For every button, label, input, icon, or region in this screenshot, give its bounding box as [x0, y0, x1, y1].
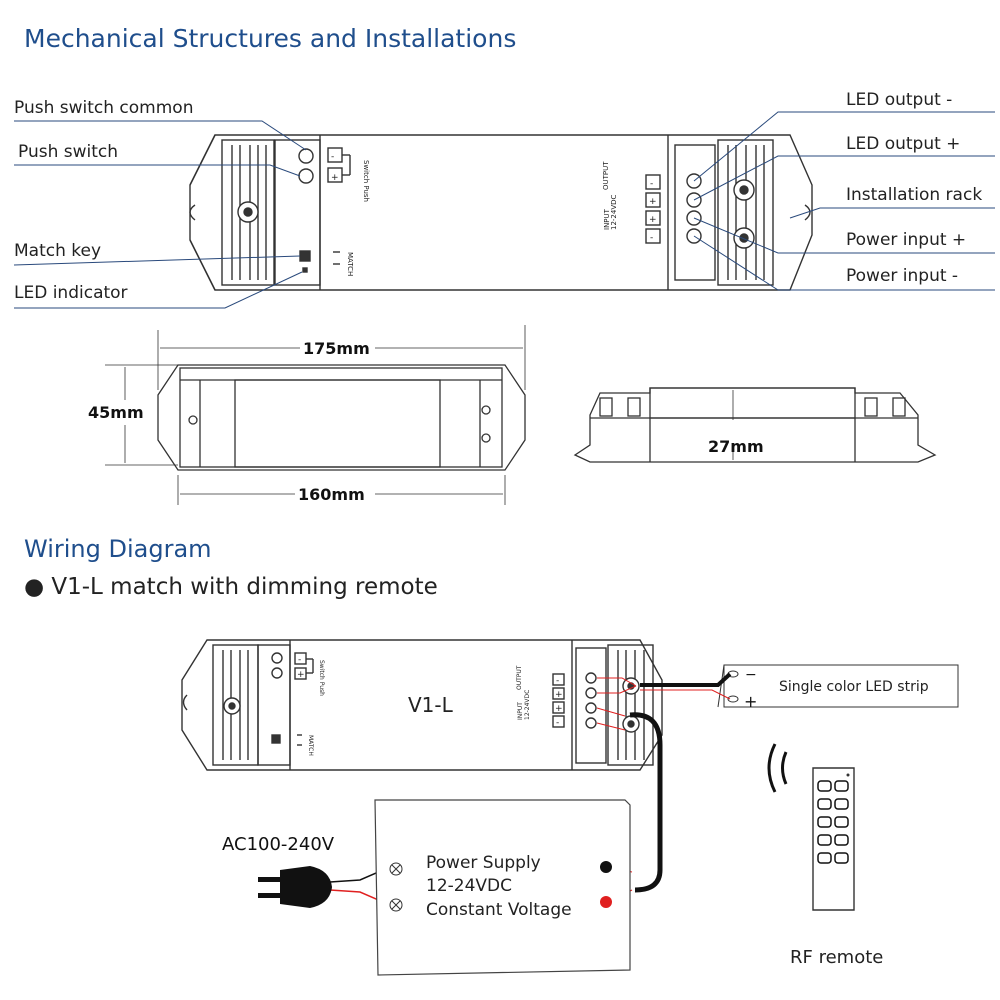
rf-remote-label: RF remote [790, 947, 883, 968]
dimension-labels-top: 175mm 160mm 45mm [88, 339, 370, 504]
power-supply [374, 799, 631, 976]
callout-led-output-plus: LED output + [846, 134, 961, 154]
output-label: OUTPUT [602, 161, 610, 190]
ac-input-label: AC100-240V [222, 834, 335, 855]
out-minus-sign: - [650, 179, 653, 189]
dim-27mm: 27mm [708, 437, 764, 456]
dimension-side-view [573, 387, 937, 463]
callout-led-indicator: LED indicator [14, 283, 128, 303]
dim-175mm: 175mm [303, 339, 370, 358]
mechanical-title: Mechanical Structures and Installations [24, 24, 517, 53]
wiring-input-voltage-label: 12-24VDC [524, 690, 531, 720]
psu-line2: 12-24VDC [426, 876, 512, 896]
wiring-model-label: V1-L [408, 693, 454, 717]
switch-plus-sign: + [331, 173, 339, 183]
led-strip-label: Single color LED strip [779, 679, 929, 695]
out-plus-sign: + [649, 197, 657, 207]
led-strip-minus-sign: − [745, 667, 757, 683]
callout-push-switch-common: Push switch common [14, 98, 194, 118]
psu-line3: Constant Voltage [426, 900, 572, 920]
in-minus-sign: - [650, 233, 653, 243]
wiring-switch-push-label: Switch Push [318, 660, 325, 696]
bullet-dot-icon: ● [24, 574, 52, 600]
wiring-out-minus: - [556, 676, 559, 686]
controller-wiring-labels: Switch Push MATCH OUTPUT INPUT 12-24VDC … [297, 655, 563, 756]
wiring-sw-minus: - [298, 655, 301, 665]
callout-power-input-minus: Power input - [846, 266, 959, 286]
callout-match-key: Match key [14, 241, 102, 261]
callout-push-switch: Push switch [18, 142, 119, 162]
callout-power-input-plus: Power input + [846, 230, 967, 250]
wiring-sw-plus: + [297, 670, 305, 680]
in-plus-sign: + [649, 215, 657, 225]
controller-top-view-labels: - + Switch Push MATCH OUTPUT INPUT 12-24… [331, 152, 657, 276]
wiring-title: Wiring Diagram [24, 535, 212, 563]
input-voltage-label: 12-24VDC [610, 194, 618, 230]
callout-leader-lines [13, 111, 995, 309]
rf-signal-icon [767, 743, 788, 793]
psu-line1: Power Supply [426, 853, 541, 873]
wires [329, 672, 732, 906]
dim-160mm: 160mm [298, 485, 365, 504]
wiring-bullet-text: V1-L match with dimming remote [51, 574, 438, 600]
switch-push-label: Switch Push [362, 160, 370, 202]
wiring-bullet: ● V1-L match with dimming remote [24, 574, 438, 600]
wiring-output-label: OUTPUT [516, 665, 523, 690]
callout-installation-rack: Installation rack [846, 185, 983, 205]
rf-remote-icon [812, 767, 855, 911]
led-strip-plus-sign: + [744, 692, 757, 711]
wiring-match-label: MATCH [307, 735, 314, 756]
dim-45mm: 45mm [88, 403, 144, 422]
switch-minus-sign: - [331, 152, 334, 162]
callout-led-output-minus: LED output - [846, 90, 953, 110]
led-strip [717, 664, 959, 708]
ac-plug-icon [258, 866, 332, 908]
controller-top-view [189, 134, 813, 291]
dimension-top-view [105, 325, 526, 505]
match-label: MATCH [346, 252, 354, 276]
wiring-input-label: INPUT [517, 702, 524, 720]
wiring-in-minus: - [556, 718, 559, 728]
wiring-in-plus: + [555, 704, 563, 714]
input-label: INPUT [603, 208, 611, 230]
wiring-out-plus: + [555, 690, 563, 700]
